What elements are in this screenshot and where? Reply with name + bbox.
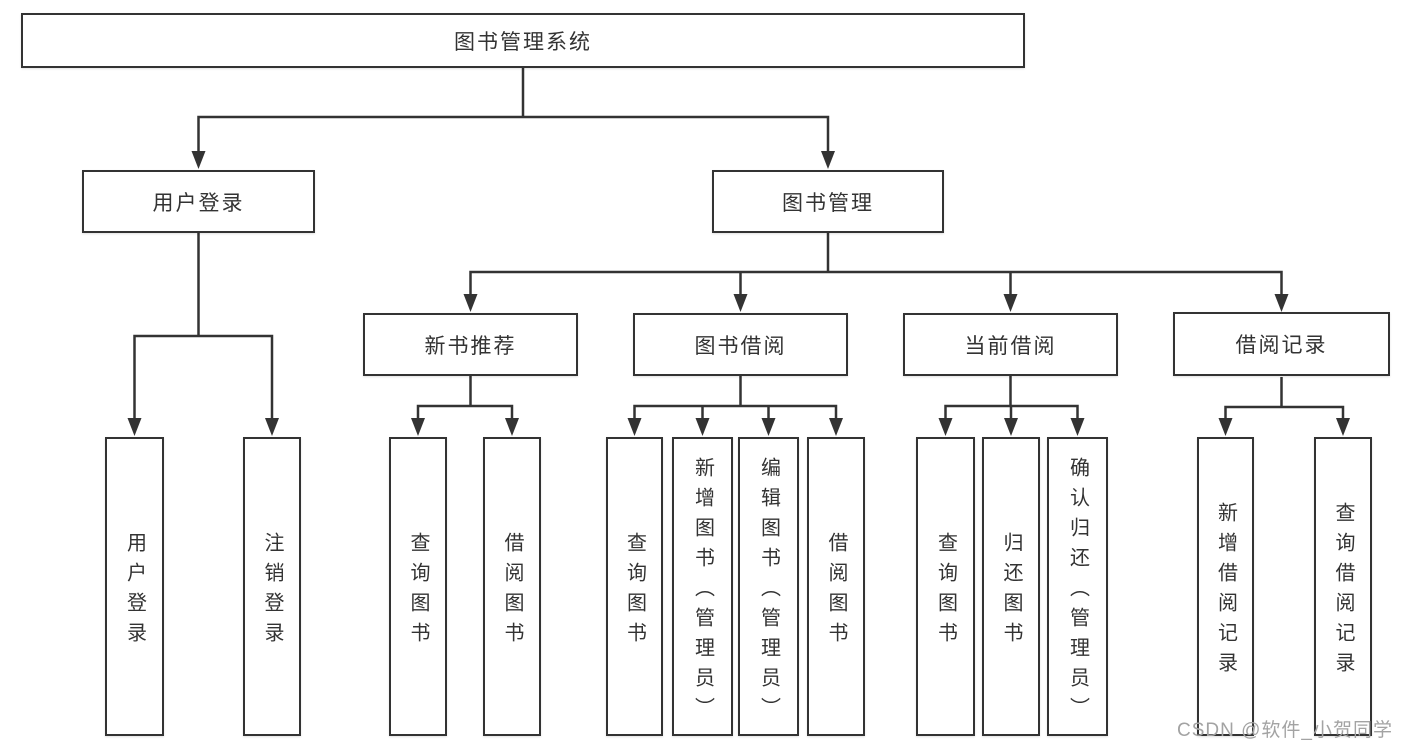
node-borrow-records: 借阅记录: [1173, 312, 1390, 376]
node-book-borrow-label: 图书借阅: [694, 334, 787, 358]
node-new-book-recommend-label: 新书推荐: [424, 334, 517, 358]
node-current-borrow-label: 当前借阅: [964, 334, 1057, 358]
leaf-query-books-borrow: 查询图书: [606, 437, 663, 736]
node-user-login-label: 用户登录: [152, 191, 245, 215]
node-book-management-label: 图书管理: [782, 191, 874, 215]
leaf-add-borrow-record-label: 新增借阅记录: [1214, 501, 1237, 682]
leaf-borrow-books: 借阅图书: [807, 437, 865, 736]
node-book-borrow: 图书借阅: [633, 313, 848, 376]
leaf-add-borrow-record: 新增借阅记录: [1197, 437, 1254, 736]
leaf-borrow-books-recommend-label: 借阅图书: [501, 531, 523, 652]
leaf-edit-book-admin-label: 编辑图书（管理员）: [757, 456, 780, 727]
leaf-query-books-borrow-label: 查询图书: [623, 531, 646, 652]
node-book-management: 图书管理: [712, 170, 944, 233]
leaf-query-books-recommend: 查询图书: [389, 437, 447, 736]
node-library-system: 图书管理系统: [21, 13, 1025, 68]
node-user-login: 用户登录: [82, 170, 315, 233]
node-new-book-recommend: 新书推荐: [363, 313, 578, 376]
leaf-user-login: 用户登录: [105, 437, 164, 736]
leaf-query-books-current: 查询图书: [916, 437, 975, 736]
leaf-add-book-admin: 新增图书（管理员）: [672, 437, 733, 736]
leaf-confirm-return-admin: 确认归还（管理员）: [1047, 437, 1108, 736]
leaf-query-books-recommend-label: 查询图书: [407, 531, 429, 652]
leaf-logout: 注销登录: [243, 437, 301, 736]
leaf-borrow-books-label: 借阅图书: [825, 531, 847, 652]
leaf-confirm-return-admin-label: 确认归还（管理员）: [1066, 456, 1089, 727]
node-current-borrow: 当前借阅: [903, 313, 1118, 376]
leaf-return-book: 归还图书: [982, 437, 1040, 736]
leaf-query-borrow-record-label: 查询借阅记录: [1332, 501, 1354, 682]
leaf-query-books-current-label: 查询图书: [934, 531, 957, 652]
leaf-return-book-label: 归还图书: [1000, 531, 1022, 652]
node-library-system-label: 图书管理系统: [454, 30, 592, 54]
leaf-logout-label: 注销登录: [261, 531, 283, 652]
leaf-edit-book-admin: 编辑图书（管理员）: [738, 437, 799, 736]
leaf-user-login-label: 用户登录: [123, 531, 146, 652]
leaf-borrow-books-recommend: 借阅图书: [483, 437, 541, 736]
leaf-add-book-admin-label: 新增图书（管理员）: [691, 456, 714, 727]
csdn-watermark: CSDN @软件_小贺同学: [1177, 720, 1393, 741]
node-borrow-records-label: 借阅记录: [1235, 334, 1328, 357]
leaf-query-borrow-record: 查询借阅记录: [1314, 437, 1372, 736]
